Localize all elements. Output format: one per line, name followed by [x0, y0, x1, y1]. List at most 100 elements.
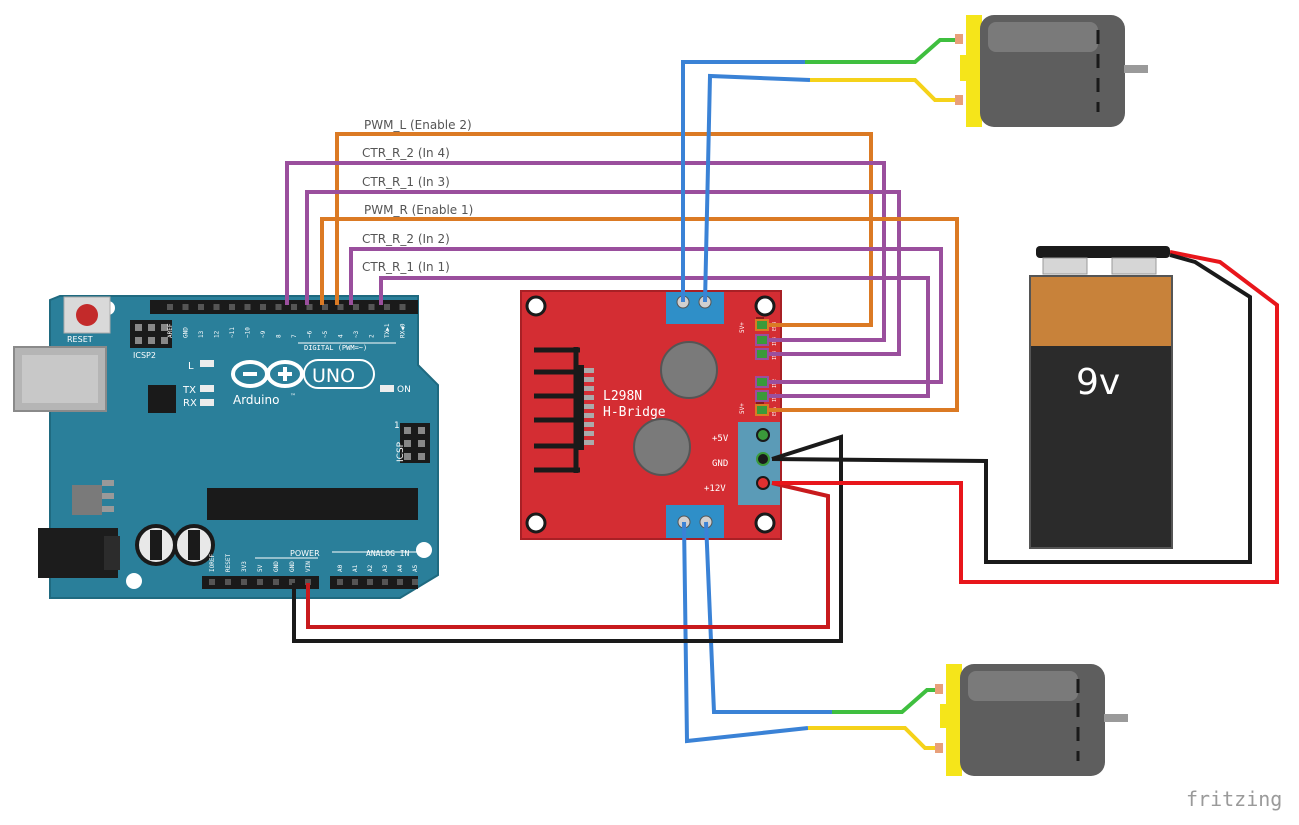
voltage-regulator: [72, 480, 114, 515]
digital-pin-label: 2: [369, 334, 376, 338]
digital-pin-label: 4: [338, 334, 345, 338]
analog-pin-label: A3: [382, 564, 389, 572]
l298n-h-bridge-module: L298N H-Bridge +5V GND +12V: [520, 290, 782, 540]
digital-pin: [291, 304, 297, 310]
digital-pin: [322, 304, 328, 310]
digital-pin-label: TX▶1: [384, 323, 391, 338]
icsp-pin1-label: 1: [394, 421, 400, 431]
led-tx: [200, 385, 214, 392]
label-ctr-r2-in4: CTR_R_2 (In 4): [362, 146, 450, 160]
control-pin: [755, 319, 769, 331]
wire-ctr-r2-in4: [285, 161, 886, 342]
l298n-chip: [576, 365, 584, 450]
power-pin: [241, 579, 247, 585]
icsp2-header: [130, 320, 172, 348]
analog-pin: [367, 579, 373, 585]
digital-pin: [275, 304, 282, 310]
led-tx-label: TX: [182, 385, 196, 396]
digital-pin: [368, 304, 375, 310]
digital-pin: [229, 304, 235, 310]
capacitor-bottom: [633, 418, 691, 476]
arduino-logo-text: Arduino: [233, 393, 279, 407]
digital-pin-label: ~10: [245, 327, 252, 338]
trademark: ™: [290, 393, 296, 400]
digital-pin-label: RX◀0: [400, 323, 407, 338]
power-pin: [209, 579, 215, 585]
label-gnd: GND: [712, 459, 728, 469]
label-ctr-r1-in1: CTR_R_1 (In 1): [362, 260, 450, 274]
fritzing-watermark: fritzing: [1186, 787, 1282, 811]
hbridge-title-line2: H-Bridge: [603, 405, 666, 420]
power-pin: [273, 579, 279, 585]
reset-label: RESET: [67, 335, 93, 344]
led-l: [200, 360, 214, 367]
battery-voltage-label: 9v: [1076, 362, 1120, 403]
header-5v-top: 5V+: [739, 322, 746, 333]
arduino-infinity-logo-icon: [231, 360, 304, 388]
wire-gnd-battery: [771, 253, 1252, 564]
wire-ctr-r1-in1: [379, 276, 930, 398]
wire-ctr-r2-in2: [349, 247, 943, 384]
power-pin-label: IOREF: [209, 554, 216, 572]
digital-pin: [399, 304, 406, 310]
power-terminal-block: [738, 422, 780, 505]
l298n-chip-pins: [584, 368, 594, 445]
control-pin: [755, 404, 769, 416]
control-pin: [755, 390, 769, 402]
label-ctr-r1-in3: CTR_R_1 (In 3): [362, 175, 450, 189]
power-pin-label: GND: [273, 561, 280, 572]
power-wires: [292, 250, 1279, 643]
control-pin-heads: [755, 319, 769, 416]
power-pin: [225, 579, 231, 585]
analog-pin-row: [337, 579, 418, 585]
power-pin-label: GND: [289, 561, 296, 572]
control-pin: [755, 348, 769, 360]
motor-b-terminal-block: [666, 505, 724, 538]
wire-motor-a-1: [681, 60, 805, 302]
digital-pin: [384, 304, 390, 310]
analog-pin: [337, 579, 343, 585]
digital-header: [150, 300, 418, 314]
9v-battery: 9v: [1029, 246, 1173, 549]
uno-label: UNO: [312, 365, 355, 387]
digital-pin-label: ~5: [322, 330, 329, 338]
label-12v: +12V: [704, 484, 726, 494]
digital-pin: [167, 304, 173, 310]
power-pin: [257, 579, 263, 585]
label-5v: +5V: [712, 434, 729, 444]
wire-motor-a-2: [703, 73, 811, 303]
led-on-label: ON: [397, 385, 411, 395]
digital-pin: [182, 304, 189, 310]
digital-pin-label: ~11: [229, 327, 236, 338]
digital-pin: [306, 304, 313, 310]
icsp2-label: ICSP2: [133, 351, 156, 360]
wire-vin-red: [306, 481, 830, 629]
digital-pin: [337, 304, 344, 310]
control-pin: [755, 334, 769, 346]
digital-pin-label: AREF: [167, 323, 174, 338]
power-pin-label: 3V3: [241, 561, 248, 572]
analog-pin-label: A2: [367, 564, 374, 572]
capacitor-left: [135, 524, 177, 566]
digital-pin: [198, 304, 204, 310]
digital-pin-label: 8: [276, 334, 283, 338]
analog-in-label: ANALOG IN: [366, 549, 410, 558]
analog-pin-label: A5: [412, 564, 419, 572]
digital-pin-label: 13: [198, 330, 205, 338]
analog-pin-label: A1: [352, 564, 359, 572]
analog-pin-label: A4: [397, 564, 404, 572]
power-pin: [289, 579, 295, 585]
digital-pin: [260, 304, 266, 310]
digital-pin-label: ~9: [260, 330, 267, 338]
digital-pin-label: ~3: [353, 330, 360, 338]
digital-pin: [353, 304, 359, 310]
led-on: [380, 385, 394, 392]
analog-pin: [397, 579, 403, 585]
small-chip: [148, 385, 176, 413]
digital-pin-label: 12: [214, 330, 221, 338]
label-ctr-r2-in2: CTR_R_2 (In 2): [362, 232, 450, 246]
